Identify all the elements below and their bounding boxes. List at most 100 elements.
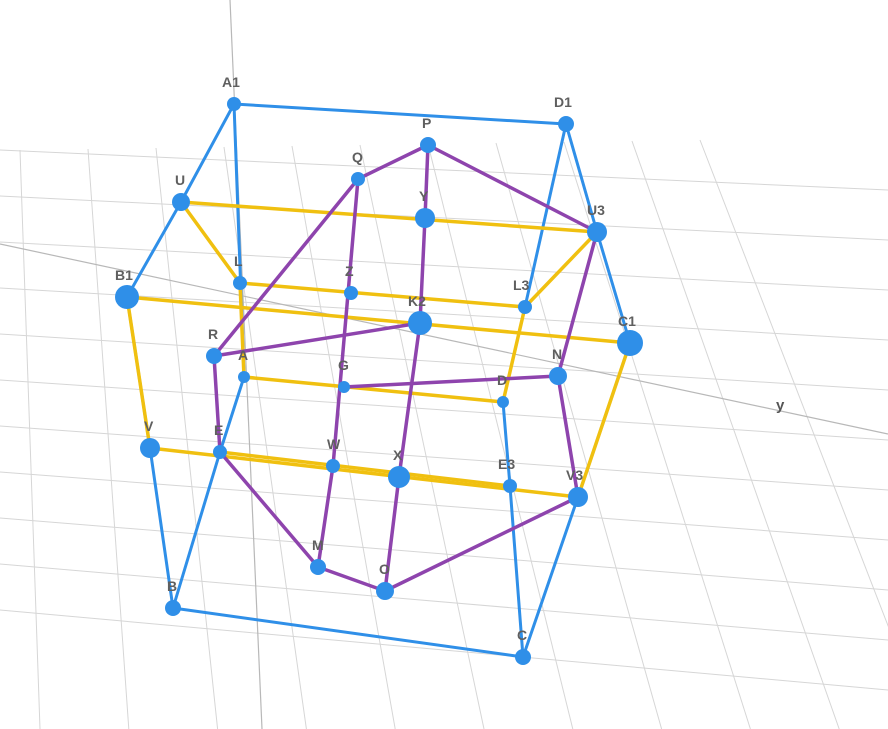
- segment-p-y: [423, 143, 430, 220]
- segment-b-e: [171, 450, 222, 610]
- label-d: D: [497, 372, 507, 388]
- segment-p-q: [356, 143, 430, 181]
- segment-x-o: [383, 475, 401, 593]
- point-n[interactable]: [549, 367, 567, 385]
- point-c[interactable]: [515, 649, 531, 665]
- point-w[interactable]: [326, 459, 340, 473]
- label-v: V: [144, 418, 154, 434]
- point-y[interactable]: [415, 208, 435, 228]
- segment-b1-c1: [125, 295, 632, 345]
- label-y: Y: [419, 188, 429, 204]
- point-o[interactable]: [376, 582, 394, 600]
- label-r: R: [208, 326, 218, 342]
- point-c1[interactable]: [617, 330, 643, 356]
- grid-line: [0, 333, 888, 391]
- segment-u-l: [179, 200, 242, 285]
- segment-p-u3: [426, 143, 599, 234]
- segment-m-o: [316, 565, 387, 593]
- point-p[interactable]: [420, 137, 436, 153]
- grid-line: [0, 379, 888, 441]
- point-a1[interactable]: [227, 97, 241, 111]
- grid-line: [19, 149, 41, 729]
- floor-grid: [0, 139, 888, 729]
- grid-line: [427, 143, 574, 729]
- grid-line: [631, 140, 840, 729]
- label-x: X: [393, 447, 403, 463]
- segment-k2-x: [397, 321, 422, 479]
- segment-n-g: [342, 374, 560, 389]
- segment-e-e3: [218, 450, 512, 488]
- label-o: O: [379, 561, 390, 577]
- label-c: C: [517, 627, 527, 643]
- grid-line: [291, 145, 396, 729]
- segment-w-m: [316, 464, 335, 569]
- point-b1[interactable]: [115, 285, 139, 309]
- label-w: W: [327, 436, 341, 452]
- point-e[interactable]: [213, 445, 227, 459]
- point-g[interactable]: [338, 381, 350, 393]
- label-e3: E3: [498, 456, 515, 472]
- point-q[interactable]: [351, 172, 365, 186]
- point-k2[interactable]: [408, 311, 432, 335]
- segment-u3-c1: [595, 230, 632, 345]
- label-l: L: [234, 253, 243, 269]
- segment-b-c: [171, 606, 525, 659]
- grid-line: [0, 195, 888, 241]
- grid-line: [223, 146, 307, 729]
- grid-line: [155, 147, 219, 729]
- segment-u-b1: [125, 200, 183, 299]
- segment-e-m: [218, 450, 320, 569]
- point-x[interactable]: [388, 466, 410, 488]
- segment-n-u3: [556, 230, 599, 378]
- grid-line: [0, 287, 888, 341]
- segment-c1-v3: [576, 341, 632, 499]
- label-d1: D1: [554, 94, 572, 110]
- point-u3[interactable]: [587, 222, 607, 242]
- point-v3[interactable]: [568, 487, 588, 507]
- segment-o-v3: [383, 495, 580, 593]
- point-d1[interactable]: [558, 116, 574, 132]
- segment-q-w: [331, 177, 360, 468]
- segment-a-d: [242, 375, 505, 404]
- point-b[interactable]: [165, 600, 181, 616]
- grid-line: [495, 142, 663, 729]
- point-a[interactable]: [238, 371, 250, 383]
- point-r[interactable]: [206, 348, 222, 364]
- label-c1: C1: [618, 313, 636, 329]
- segment-v-b: [148, 446, 175, 610]
- segment-d1-u3: [564, 122, 599, 234]
- label-m: M: [312, 537, 324, 553]
- segment-l3-d: [501, 305, 527, 404]
- grid-line: [0, 609, 888, 691]
- point-m[interactable]: [310, 559, 326, 575]
- label-u3: U3: [587, 202, 605, 218]
- grid-line: [0, 149, 888, 191]
- point-e3[interactable]: [503, 479, 517, 493]
- segment-d1-l3: [523, 122, 568, 309]
- label-u: U: [175, 172, 185, 188]
- label-a: A: [238, 347, 248, 363]
- point-l[interactable]: [233, 276, 247, 290]
- segment-v3-n: [556, 374, 580, 499]
- label-b: B: [167, 578, 177, 594]
- segment-c-e3: [508, 484, 525, 659]
- grid-line: [359, 144, 485, 729]
- label-q: Q: [352, 149, 363, 165]
- point-d[interactable]: [497, 396, 509, 408]
- segment-b1-v: [125, 295, 152, 450]
- label-n: N: [552, 346, 562, 362]
- label-e: E: [214, 422, 223, 438]
- grid-line: [0, 241, 888, 291]
- point-l3[interactable]: [518, 300, 532, 314]
- point-v[interactable]: [140, 438, 160, 458]
- point-u[interactable]: [172, 193, 190, 211]
- grid-line: [699, 139, 888, 628]
- grid-line: [0, 563, 888, 641]
- segment-e3-d: [501, 400, 512, 488]
- vertex-points: [115, 97, 643, 665]
- point-z[interactable]: [344, 286, 358, 300]
- segment-a1-u: [179, 102, 236, 204]
